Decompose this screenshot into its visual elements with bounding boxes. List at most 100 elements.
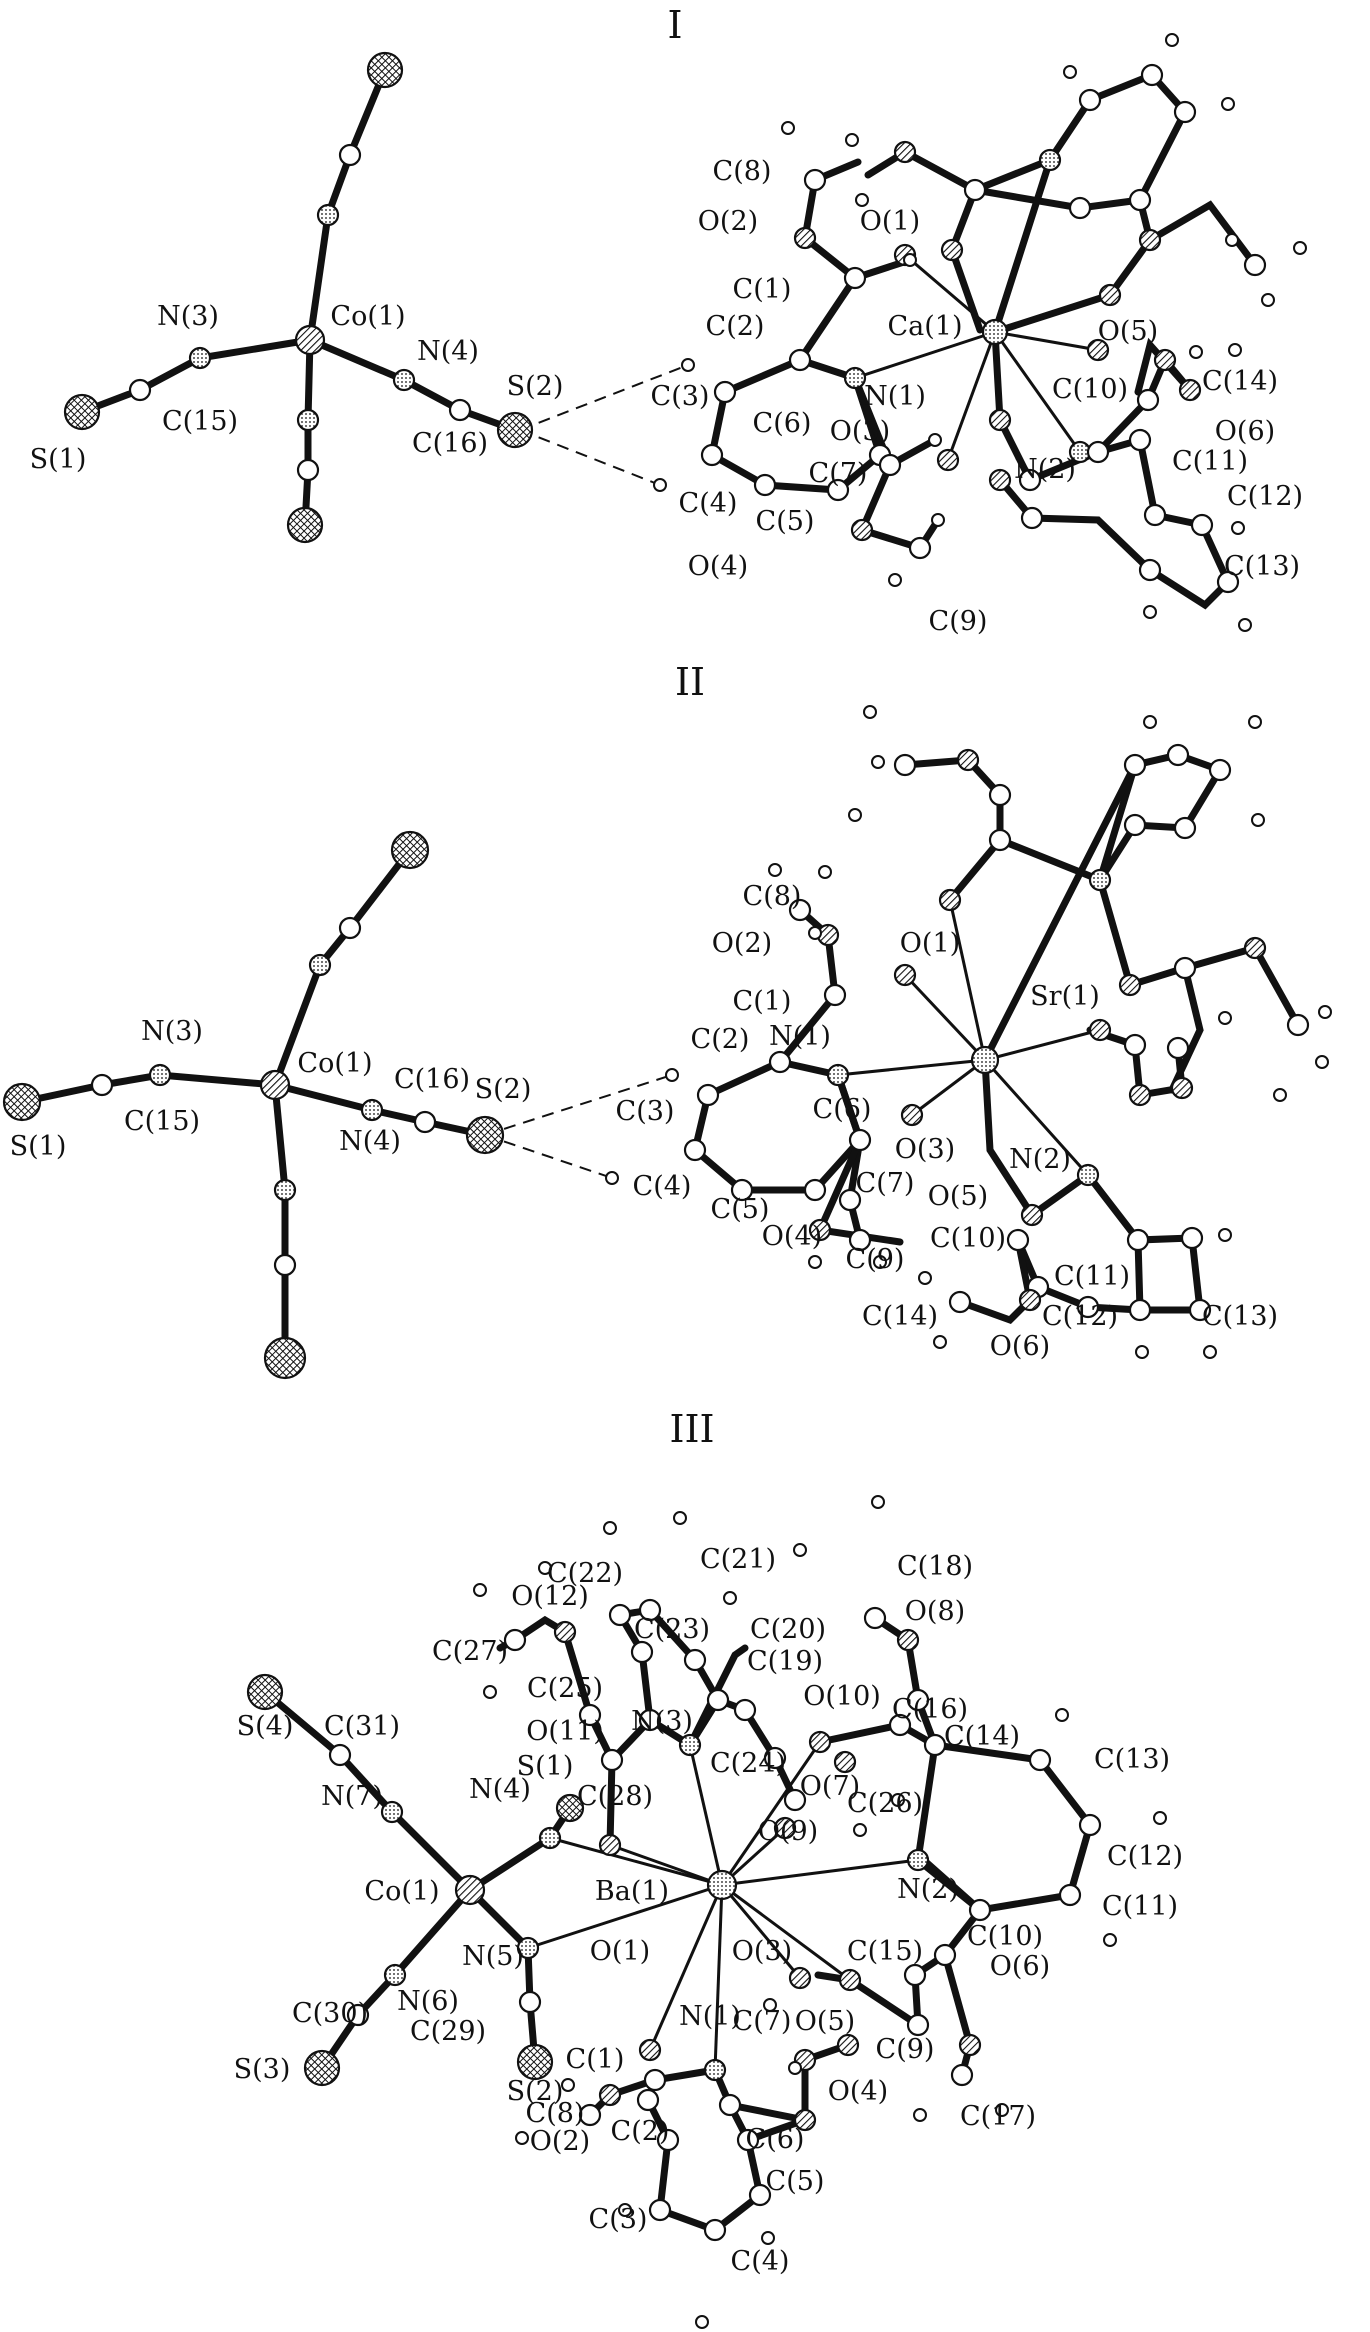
atom-label: N(1) [679, 2001, 741, 2032]
atom-label: O(2) [698, 206, 758, 237]
atom-label: C(10) [1052, 374, 1128, 405]
ba-atom [706, 1869, 738, 1901]
atom-label: C(30) [292, 1998, 368, 2029]
hydrogen-atoms [473, 1495, 1167, 2329]
atom-label: S(2) [507, 371, 564, 402]
atom-label: C(10) [967, 1921, 1043, 1952]
atom-label: C(19) [747, 1646, 823, 1677]
atom-label: C(17) [960, 2101, 1036, 2132]
atom-label: C(4) [679, 488, 738, 519]
atom-label: O(6) [990, 1951, 1050, 1982]
atom-label: O(1) [900, 928, 960, 959]
s-atom [496, 411, 534, 449]
atom-label: S(3) [234, 2054, 291, 2085]
atom-label: C(23) [634, 1614, 710, 1645]
atom-label: C(4) [633, 1171, 692, 1202]
atom-label: C(3) [589, 2204, 648, 2235]
atom-label: C(16) [892, 1694, 968, 1725]
atom-label: C(20) [750, 1614, 826, 1645]
atom-label: C(2) [706, 311, 765, 342]
atom-label: Ca(1) [887, 311, 962, 342]
atom-label: C(14) [862, 1301, 938, 1332]
atom-label: O(6) [990, 1331, 1050, 1362]
atom-label: O(7) [800, 1771, 860, 1802]
atom-label: C(8) [713, 156, 772, 187]
atom-label: Sr(1) [1030, 981, 1100, 1012]
atom-label: C(2) [611, 2116, 670, 2147]
s-atom [263, 1336, 307, 1380]
atom-label: C(5) [711, 1194, 770, 1225]
atom-label: O(1) [860, 206, 920, 237]
atom-label: C(2) [691, 1024, 750, 1055]
atom-label: O(3) [830, 416, 890, 447]
atom-label: C(13) [1202, 1301, 1278, 1332]
atom-label: C(13) [1224, 551, 1300, 582]
atom-label: N(1) [864, 381, 926, 412]
atom-label: O(11) [526, 1716, 604, 1747]
s-atom [246, 1673, 284, 1711]
atom-label: N(2) [1014, 454, 1076, 485]
atom-spheres [246, 1598, 1102, 2242]
s-atom [555, 1793, 585, 1823]
s-atom [366, 51, 404, 89]
atom-label: C(22) [547, 1558, 623, 1589]
co-atom [259, 1069, 291, 1101]
atom-label: C(11) [1102, 1891, 1178, 1922]
atom-label: C(15) [124, 1106, 200, 1137]
hydrogen-atoms [653, 33, 1307, 632]
atom-label: C(29) [410, 2016, 486, 2047]
atom-label: C(1) [566, 2044, 625, 2075]
atom-label: O(5) [1098, 316, 1158, 347]
atom-label: C(21) [700, 1544, 776, 1575]
atom-label: O(5) [795, 2006, 855, 2037]
atom-label: C(10) [930, 1223, 1006, 1254]
atom-label: C(7) [809, 458, 868, 489]
atom-label: C(7) [856, 1168, 915, 1199]
atom-label: N(2) [897, 1874, 959, 1905]
atom-label: C(1) [733, 986, 792, 1017]
atom-label: N(4) [417, 336, 479, 367]
panel-i: I [30, 3, 1307, 637]
s-atom [390, 830, 430, 870]
atom-label: N(1) [769, 1021, 831, 1052]
atom-label: Ba(1) [595, 1876, 669, 1907]
atom-label: N(3) [141, 1016, 203, 1047]
s-atom [63, 393, 101, 431]
atom-label: C(18) [897, 1551, 973, 1582]
atom-label: C(24) [710, 1748, 786, 1779]
atom-label: Co(1) [297, 1048, 372, 1079]
atom-label: C(25) [527, 1673, 603, 1704]
s-atom [516, 2043, 554, 2081]
atom-label: C(3) [616, 1096, 675, 1127]
atom-spheres [2, 743, 1310, 1380]
atom-label: O(3) [732, 1936, 792, 1967]
atom-label: C(12) [1042, 1301, 1118, 1332]
atom-label: O(2) [712, 928, 772, 959]
atom-label: Co(1) [364, 1876, 439, 1907]
atom-label: C(26) [847, 1788, 923, 1819]
atom-label: O(4) [828, 2076, 888, 2107]
panel-iii: III [234, 1407, 1183, 2329]
ca-atom [981, 318, 1009, 346]
atom-label: C(9) [929, 606, 988, 637]
panel-ii: II [2, 660, 1332, 1380]
atom-label: C(3) [651, 381, 710, 412]
atom-label: C(15) [162, 406, 238, 437]
atom-label: C(16) [394, 1064, 470, 1095]
s-atom [303, 2049, 341, 2087]
s-atom [465, 1115, 505, 1155]
atom-label: C(5) [766, 2166, 825, 2197]
atom-label: S(1) [10, 1131, 67, 1162]
s-atom [2, 1082, 42, 1122]
atom-label: C(12) [1227, 481, 1303, 512]
panel-title: I [667, 3, 682, 47]
coordination-lines [837, 899, 1101, 1177]
atom-labels: C(8) O(2) O(1) C(1) Sr(1) N(3) Co(1) C(1… [10, 881, 1278, 1362]
atom-label: C(14) [1202, 366, 1278, 397]
coordination-lines [854, 253, 1099, 461]
atom-label: C(6) [813, 1094, 872, 1125]
hydrogen-bond-lines [484, 1074, 673, 1179]
atom-label: N(4) [339, 1126, 401, 1157]
atom-label: C(4) [731, 2246, 790, 2277]
atom-label: O(9) [758, 1816, 818, 1847]
